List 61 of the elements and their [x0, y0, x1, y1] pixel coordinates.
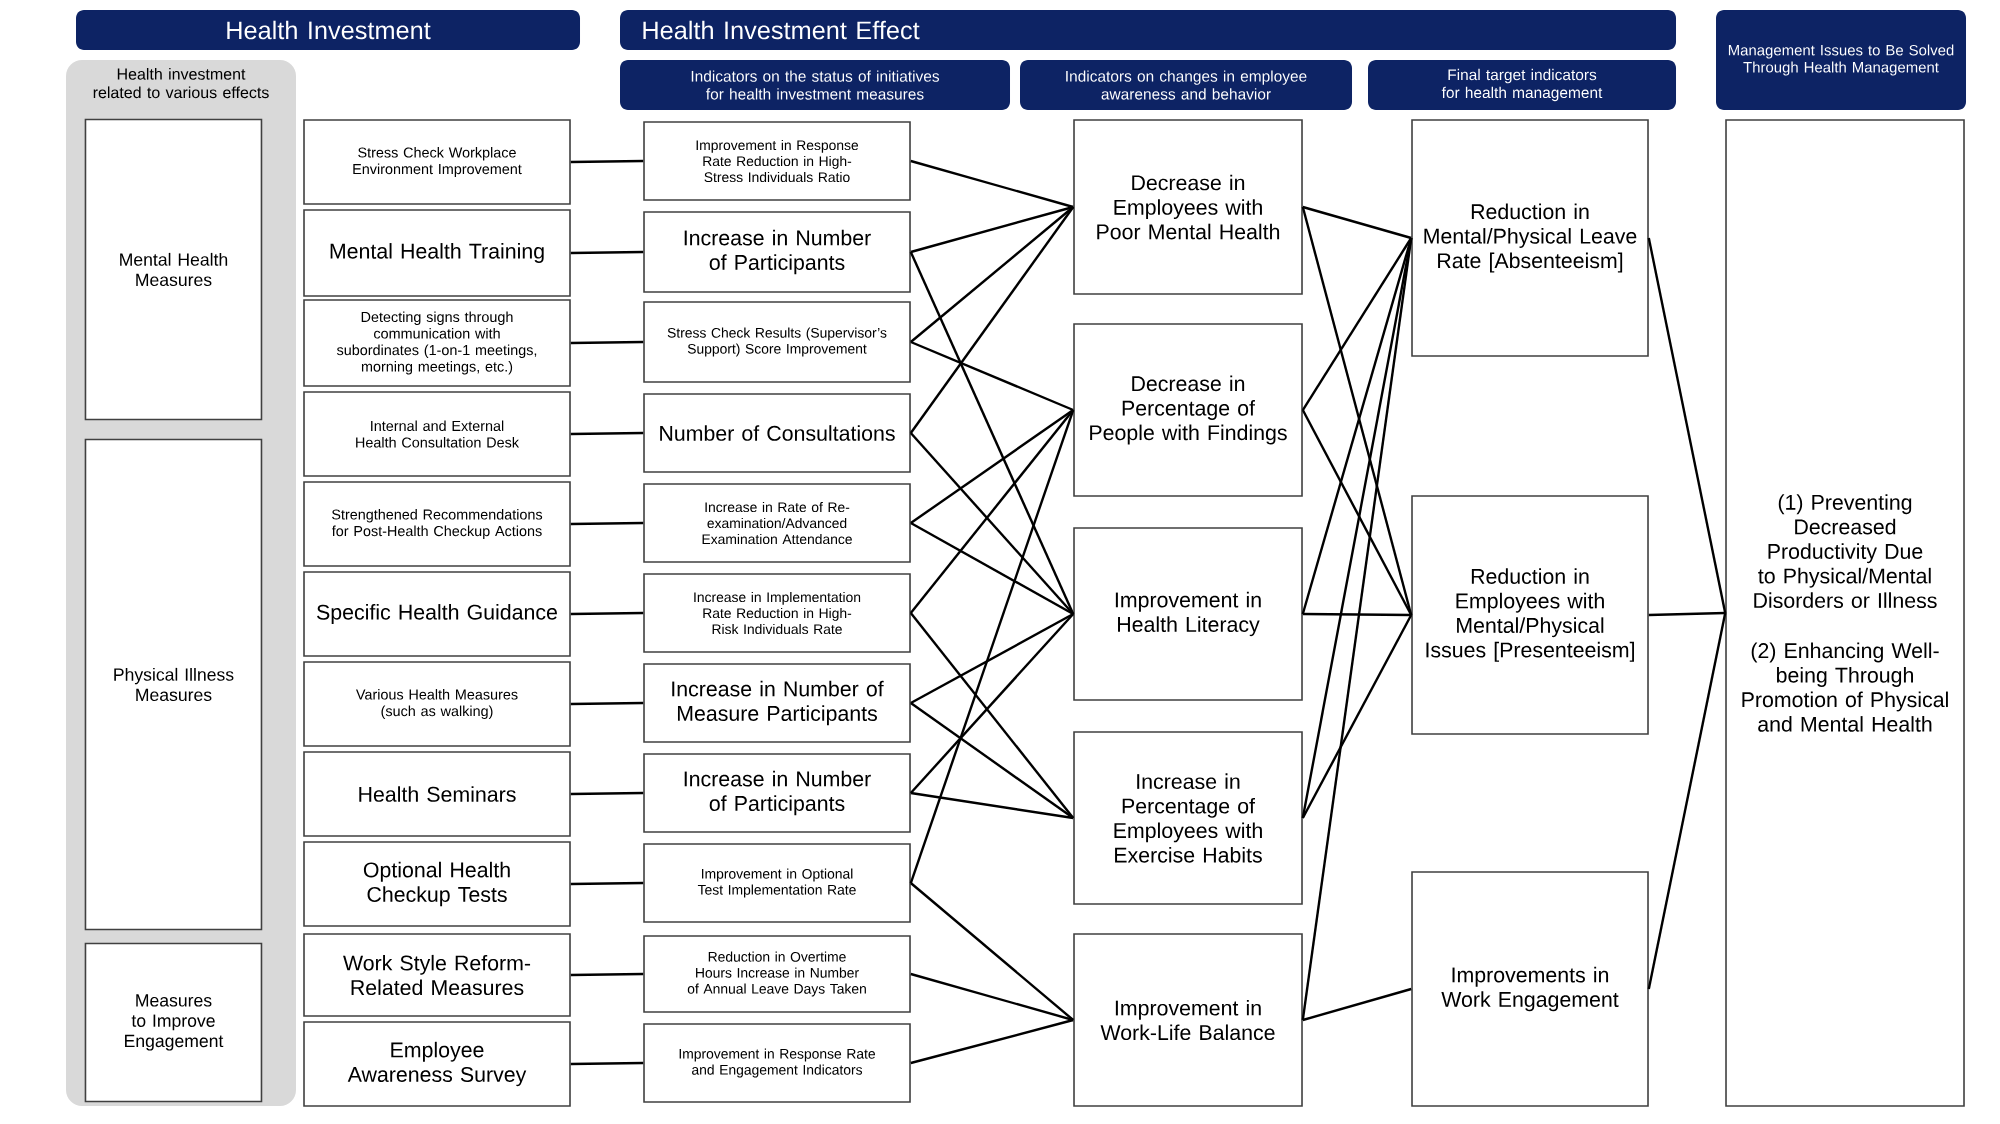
connector-line: [1301, 614, 1413, 819]
section-header: Health Investment Effect: [620, 10, 1676, 50]
text-box: Employee Awareness Survey: [303, 1021, 571, 1107]
text-box: Increase in Percentage of Employees with Exercise Habits: [1073, 731, 1303, 905]
connector-line: [570, 611, 644, 616]
text-box: Reduction in Employees with Mental/Physical Issues [Presenteeism]: [1411, 495, 1649, 735]
connector-line: [570, 340, 644, 345]
connector-line: [910, 521, 1074, 616]
connector-line: [1302, 987, 1412, 1022]
connector-line: [910, 1018, 1074, 1065]
text-box: Improvement in Work-Life Balance: [1073, 933, 1303, 1107]
section-header: Health Investment: [76, 10, 580, 50]
text-box: Health Seminars: [303, 751, 571, 837]
text-box: Mental Health Measures: [84, 118, 263, 421]
text-box: Improvements in Work Engagement: [1411, 871, 1649, 1107]
text-box: Measures to Improve Engagement: [84, 942, 263, 1103]
connector-line: [570, 1061, 644, 1066]
text-box: Decrease in Percentage of People with Findings: [1073, 323, 1303, 497]
text-box: Improvement in Health Literacy: [1073, 527, 1303, 701]
connector-line: [1647, 237, 1727, 614]
text-box: Decrease in Employees with Poor Mental Health: [1073, 119, 1303, 295]
connector-line: [570, 521, 644, 526]
text-box: Mental Health Training: [303, 209, 571, 297]
text-box: Number of Consultations: [643, 393, 911, 473]
connector-line: [570, 431, 644, 436]
text-box: (1) Preventing Decreased Productivity Due to Physical/Mental Disorders or Illness (2) Enhancing Well-being Through Promotion of Physical and Mental Health: [1725, 119, 1965, 1107]
connector-line: [910, 791, 1074, 820]
connector-line: [910, 972, 1074, 1022]
connector-line: [910, 702, 1074, 819]
connector-line: [570, 250, 644, 255]
text-box: Specific Health Guidance: [303, 571, 571, 657]
connector-line: [910, 882, 1074, 1021]
connector-line: [910, 409, 1074, 524]
text-box: Physical Illness Measures: [84, 438, 263, 931]
connector-line: [1647, 612, 1727, 990]
connector-line: [910, 612, 1074, 705]
connector-line: [1648, 611, 1726, 617]
connector-line: [1301, 237, 1413, 819]
text-box: Increase in Number of Measure Participants: [643, 663, 911, 743]
connector-line: [1301, 237, 1413, 1021]
connector-line: [910, 159, 1074, 209]
text-box: Increase in Number of Participants: [643, 753, 911, 833]
connector-line: [909, 409, 1075, 884]
connector-line: [570, 972, 644, 977]
text-box: Increase in Number of Participants: [643, 211, 911, 293]
connector-line: [570, 701, 644, 706]
connector-line: [910, 205, 1074, 254]
connector-line: [570, 881, 644, 886]
text-box: Reduction in Mental/Physical Leave Rate [Absenteeism]: [1411, 119, 1649, 357]
text-box: Optional Health Checkup Tests: [303, 841, 571, 927]
connector-line: [910, 206, 1074, 343]
text-box: Work Style Reform-Related Measures: [303, 933, 571, 1017]
connector-line: [1302, 205, 1412, 240]
connector-line: [909, 251, 1075, 615]
connector-line: [910, 340, 1074, 412]
connector-line: [1301, 237, 1413, 411]
connector-line: [570, 791, 644, 796]
connector-line: [1302, 612, 1412, 617]
connector-line: [570, 159, 644, 164]
connector-line: [909, 206, 1075, 434]
connector-line: [1301, 409, 1413, 616]
